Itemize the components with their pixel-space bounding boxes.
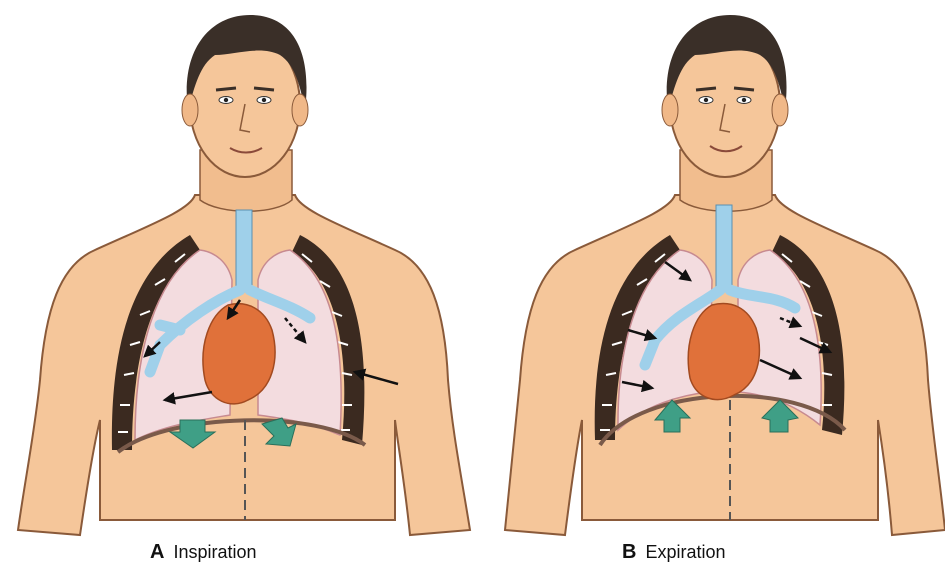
panel-label-a: Inspiration (173, 542, 256, 562)
pupil-left-a (224, 98, 228, 102)
trachea-a (236, 210, 252, 292)
figure-b-expiration (505, 15, 945, 535)
heart-b (688, 304, 759, 400)
trachea-b (716, 205, 732, 290)
ear-left-b (662, 94, 678, 126)
ear-left-a (182, 94, 198, 126)
pupil-right-a (262, 98, 266, 102)
ear-right-a (292, 94, 308, 126)
panel-label-b: Expiration (645, 542, 725, 562)
pupil-left-b (704, 98, 708, 102)
ear-right-b (772, 94, 788, 126)
heart-a (203, 304, 275, 404)
panel-letter-a: A (150, 541, 164, 563)
caption-inspiration: A Inspiration (150, 539, 257, 565)
figure-a-inspiration (18, 15, 470, 535)
panel-letter-b: B (622, 541, 636, 563)
pupil-right-b (742, 98, 746, 102)
caption-expiration: B Expiration (622, 539, 726, 565)
